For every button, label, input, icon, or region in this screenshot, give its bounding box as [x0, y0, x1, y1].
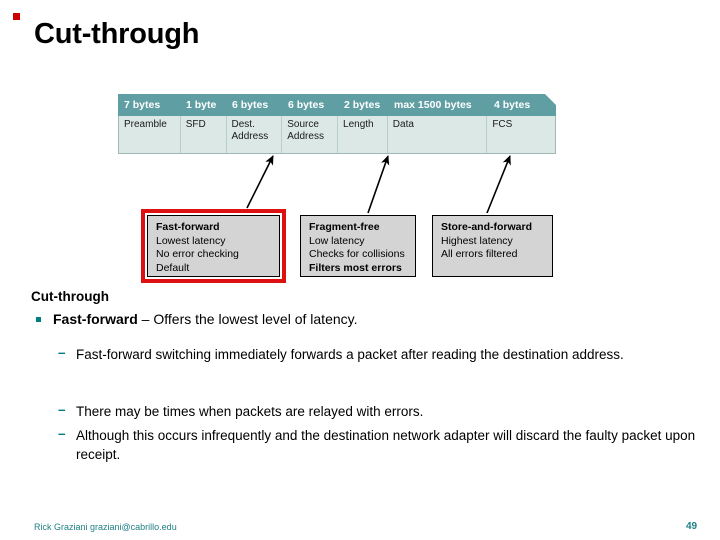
feature-line: Filters most errors	[309, 261, 402, 274]
dash-icon-1: –	[58, 345, 66, 360]
frame-field-line: Address	[287, 130, 324, 142]
title-bullet-icon	[13, 13, 20, 20]
frame-size-label: max 1500 bytes	[394, 99, 472, 111]
ethernet-frame-diagram: 7 bytes 1 byte 6 bytes 6 bytes 2 bytes max 15…	[118, 94, 556, 154]
feature-line: Checks for collisions	[309, 248, 405, 260]
feature-line: Highest latency	[441, 234, 513, 247]
bullet-level1-rest: – Offers the lowest level of latency.	[137, 311, 358, 327]
frame-field-cell: Data	[388, 116, 488, 153]
sub-item-1: Fast-forward switching immediately forwa…	[76, 347, 624, 362]
footer-credit: Rick Graziani graziani@cabrillo.edu	[34, 522, 177, 532]
sub-item-2: There may be times when packets are rela…	[76, 404, 424, 419]
frame-size-label: 6 bytes	[232, 99, 269, 111]
frame-size-label: 4 bytes	[494, 99, 531, 111]
page-title: Cut-through	[34, 18, 200, 50]
page-number: 49	[686, 521, 698, 532]
feature-line: No error checking	[156, 248, 239, 260]
arrow-fragment-free-to-length	[367, 155, 390, 214]
body-heading: Cut-through	[31, 289, 109, 304]
arrow-store-forward-to-fcs	[486, 155, 511, 214]
feature-line: Store-and-forward	[441, 221, 533, 233]
frame-field-line: Length	[343, 119, 374, 130]
frame-field-line: Data	[392, 119, 414, 130]
frame-field-cell: Dest.Address	[227, 116, 283, 153]
frame-field-cell: Preamble	[119, 116, 181, 153]
frame-field-cell: Length	[338, 116, 388, 153]
frame-field-line: SFD	[185, 119, 206, 130]
feature-line: Default	[156, 261, 190, 274]
feature-line: Fast-forward	[156, 221, 220, 233]
frame-field-line: Preamble	[124, 119, 167, 130]
frame-size-label: 1 byte	[186, 99, 217, 111]
feature-line: Fragment-free	[309, 221, 380, 233]
dash-icon-3: –	[58, 426, 66, 441]
bullet-level1-lead: Fast-forward	[53, 311, 138, 327]
bullet-level1-text: Fast-forward – Offers the lowest level o…	[53, 311, 358, 327]
frame-size-label: 2 bytes	[344, 99, 381, 111]
frame-field-line: FCS	[492, 119, 513, 130]
frame-size-header-row: 7 bytes 1 byte 6 bytes 6 bytes 2 bytes max 15…	[118, 94, 556, 116]
frame-field-line: Source	[287, 119, 319, 130]
bullet-icon-level1	[36, 317, 41, 322]
feature-line: Low latency	[309, 234, 365, 247]
arrow-fast-forward-to-dest-address	[246, 155, 274, 209]
sub-item-3: Although this occurs infrequently and th…	[76, 428, 696, 462]
frame-field-cell: SFD	[181, 116, 227, 153]
feature-line: All errors filtered	[441, 248, 518, 260]
frame-field-line: Dest.	[231, 119, 255, 130]
frame-size-label: 6 bytes	[288, 99, 325, 111]
feature-line: Lowest latency	[156, 234, 226, 247]
frame-field-line: Address	[231, 130, 269, 142]
frame-size-label: 7 bytes	[124, 99, 161, 111]
dash-icon-2: –	[58, 402, 66, 417]
frame-field-cell: FCS	[487, 116, 555, 153]
